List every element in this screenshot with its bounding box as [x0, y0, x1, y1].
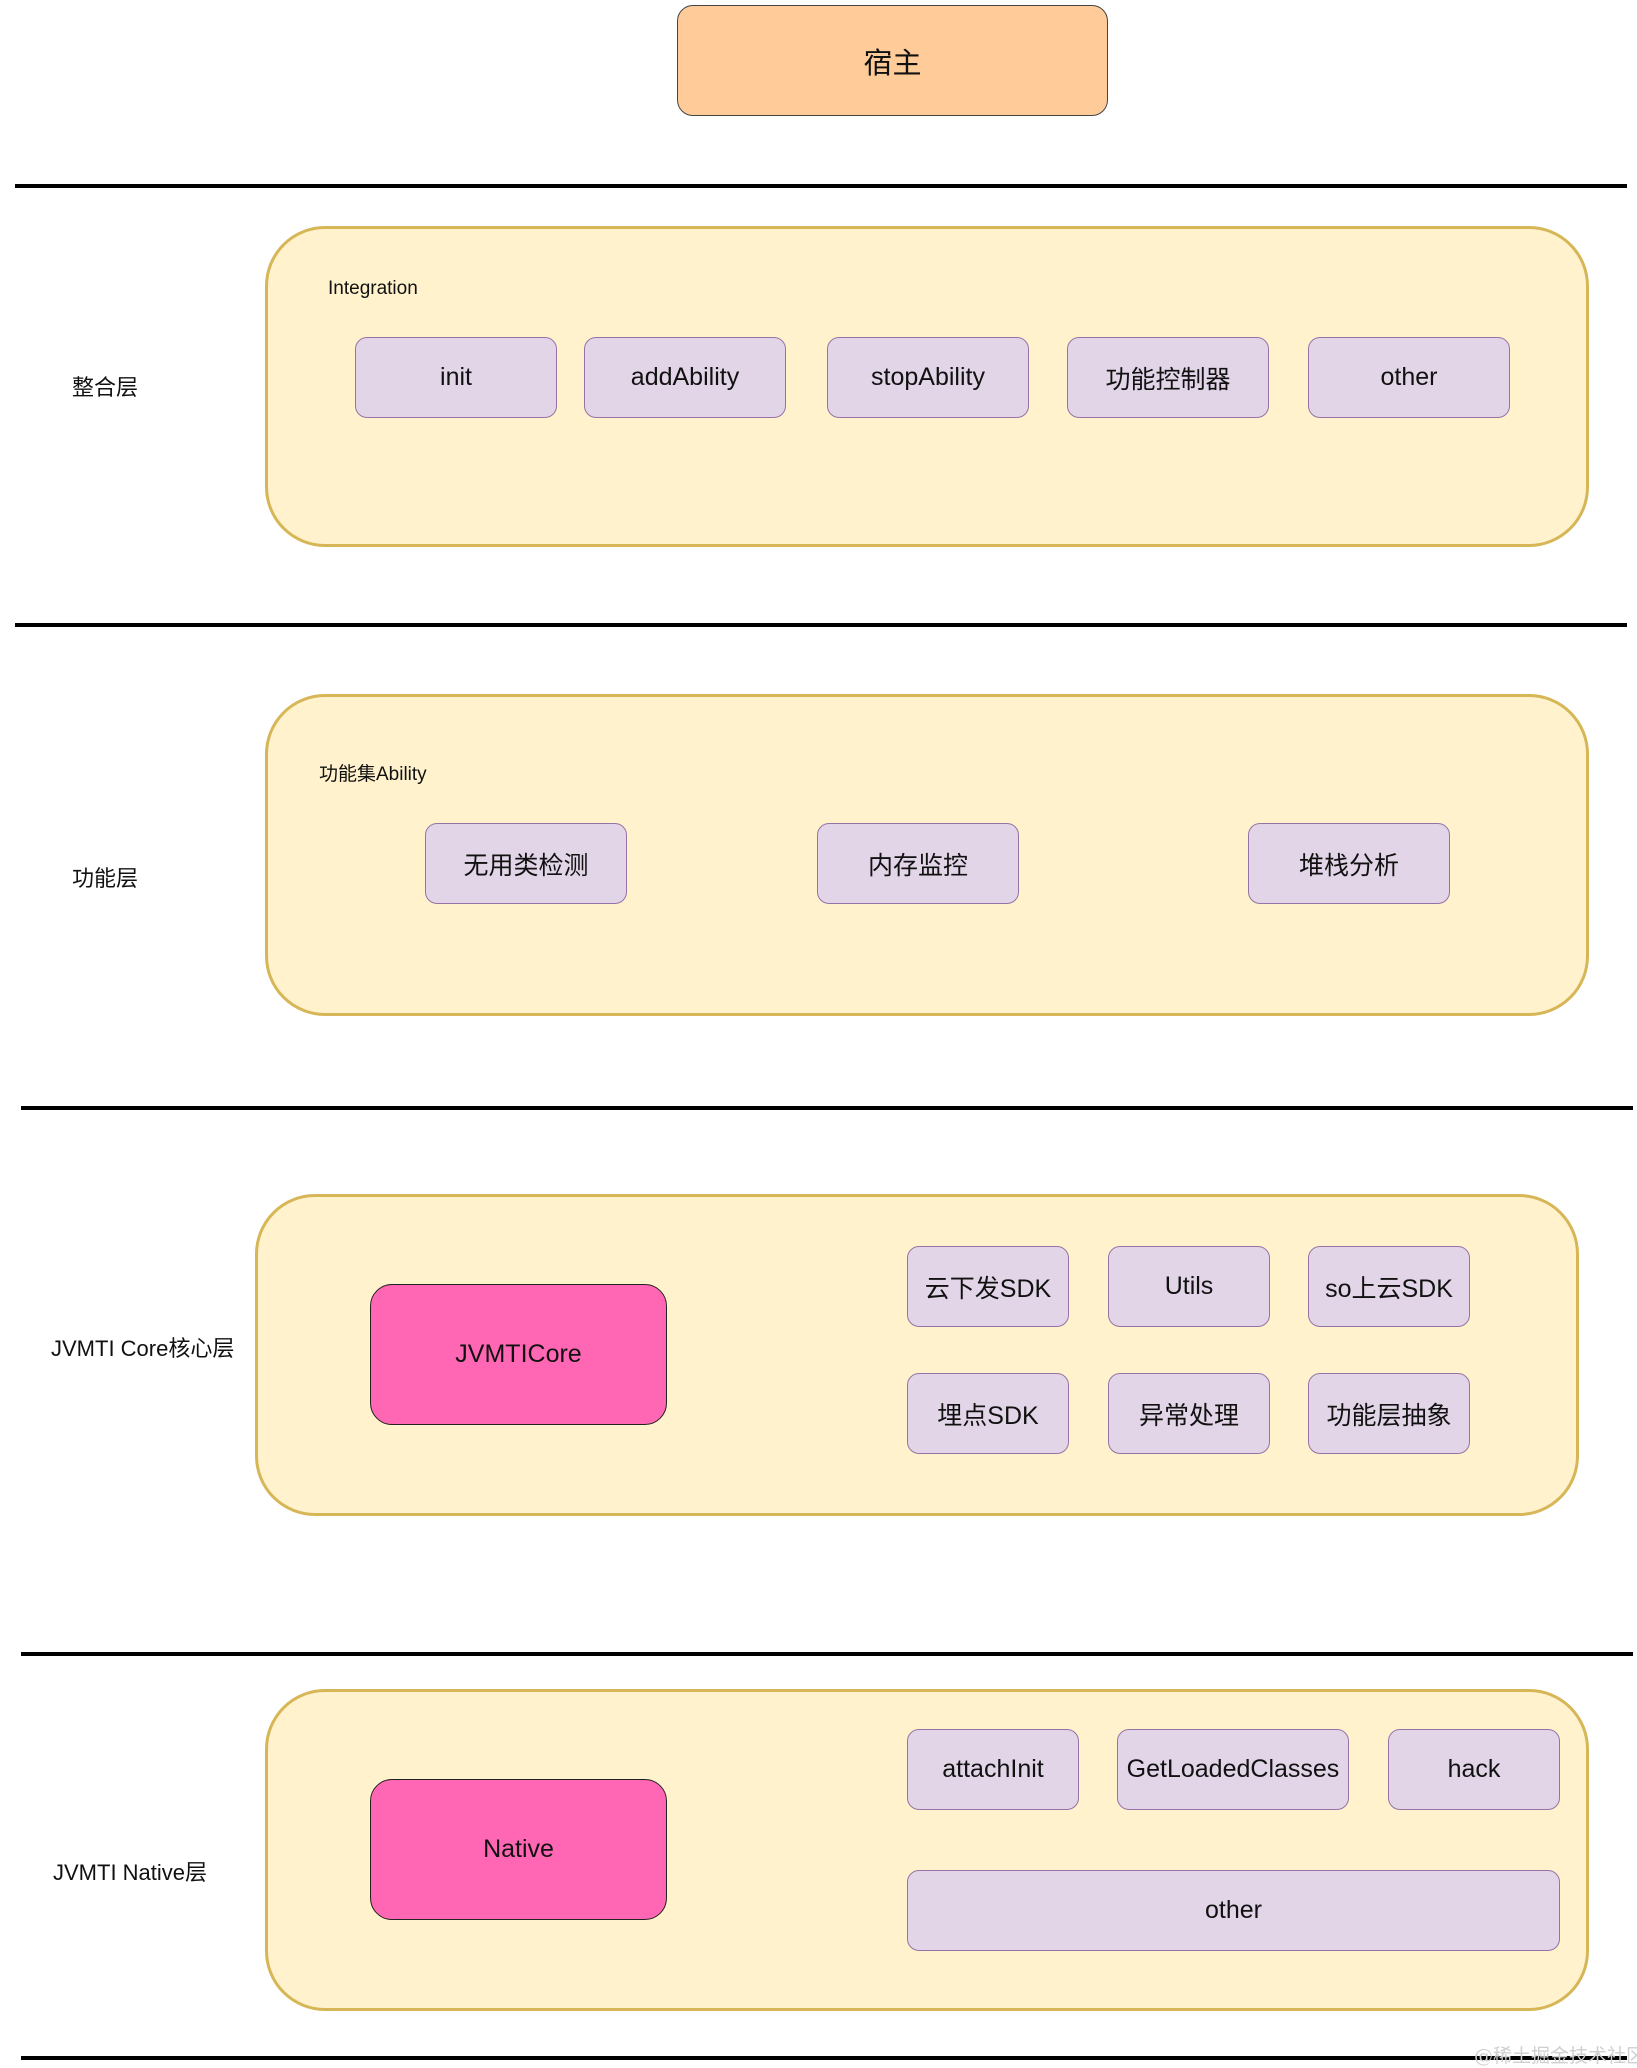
- item-label: 内存监控: [867, 851, 968, 880]
- item-label: 埋点SDK: [937, 1401, 1039, 1430]
- integration-item-function-controller: 功能控制器: [1067, 337, 1269, 418]
- integration-group-label: Integration: [328, 278, 418, 299]
- integration-layer-label: 整合层: [72, 375, 139, 400]
- core-layer-label: JVMTI Core核心层: [51, 1336, 235, 1361]
- item-label: other: [1205, 1896, 1262, 1924]
- item-label: init: [440, 363, 472, 391]
- function-item-memory-monitor: 内存监控: [817, 823, 1019, 904]
- function-group-label: 功能集Ability: [319, 764, 427, 785]
- native-layer-label: JVMTI Native层: [53, 1860, 208, 1885]
- item-label: so上云SDK: [1325, 1274, 1453, 1303]
- item-label: other: [1380, 363, 1438, 391]
- item-label: 无用类检测: [463, 851, 589, 880]
- integration-item-other: other: [1308, 337, 1510, 418]
- native-item-attach-init: attachInit: [907, 1729, 1079, 1810]
- function-item-stack-analysis: 堆栈分析: [1248, 823, 1450, 904]
- item-label: stopAbility: [871, 363, 985, 391]
- item-label: 云下发SDK: [924, 1274, 1052, 1303]
- function-layer-label: 功能层: [72, 866, 139, 891]
- divider-integration-function: [15, 623, 1627, 627]
- integration-item-stop-ability: stopAbility: [827, 337, 1029, 418]
- core-item-cloud-deliver-sdk: 云下发SDK: [907, 1246, 1069, 1327]
- function-item-unused-class-detect: 无用类检测: [425, 823, 627, 904]
- item-label: Utils: [1164, 1272, 1214, 1300]
- item-label: addAbility: [630, 363, 740, 391]
- item-label: 功能层抽象: [1326, 1401, 1452, 1430]
- core-item-utils: Utils: [1108, 1246, 1270, 1327]
- native-item-get-loaded-classes: GetLoadedClasses: [1117, 1729, 1349, 1810]
- host-label: 宿主: [863, 47, 922, 80]
- core-label: JVMTICore: [455, 1340, 582, 1368]
- integration-item-add-ability: addAbility: [584, 337, 786, 418]
- divider-core-native: [21, 1652, 1633, 1656]
- item-label: 堆栈分析: [1298, 851, 1399, 880]
- native-box: Native: [370, 1779, 667, 1920]
- core-item-function-abstraction: 功能层抽象: [1308, 1373, 1470, 1454]
- core-item-so-upload-sdk: so上云SDK: [1308, 1246, 1470, 1327]
- item-label: 异常处理: [1138, 1401, 1239, 1430]
- integration-item-init: init: [355, 337, 557, 418]
- core-item-exception-handling: 异常处理: [1108, 1373, 1270, 1454]
- divider-function-core: [21, 1106, 1633, 1110]
- item-label: attachInit: [942, 1755, 1044, 1783]
- divider-top: [15, 184, 1627, 188]
- watermark: @稀土掘金技术社区: [1474, 2045, 1637, 2067]
- item-label: GetLoadedClasses: [1126, 1755, 1340, 1783]
- item-label: hack: [1447, 1755, 1501, 1783]
- jvmti-core-box: JVMTICore: [370, 1284, 667, 1425]
- divider-bottom: [21, 2056, 1627, 2060]
- host-box: 宿主: [677, 5, 1108, 116]
- native-item-hack: hack: [1388, 1729, 1560, 1810]
- native-label: Native: [483, 1835, 554, 1863]
- item-label: 功能控制器: [1105, 365, 1231, 394]
- core-item-tracking-sdk: 埋点SDK: [907, 1373, 1069, 1454]
- native-item-other: other: [907, 1870, 1560, 1951]
